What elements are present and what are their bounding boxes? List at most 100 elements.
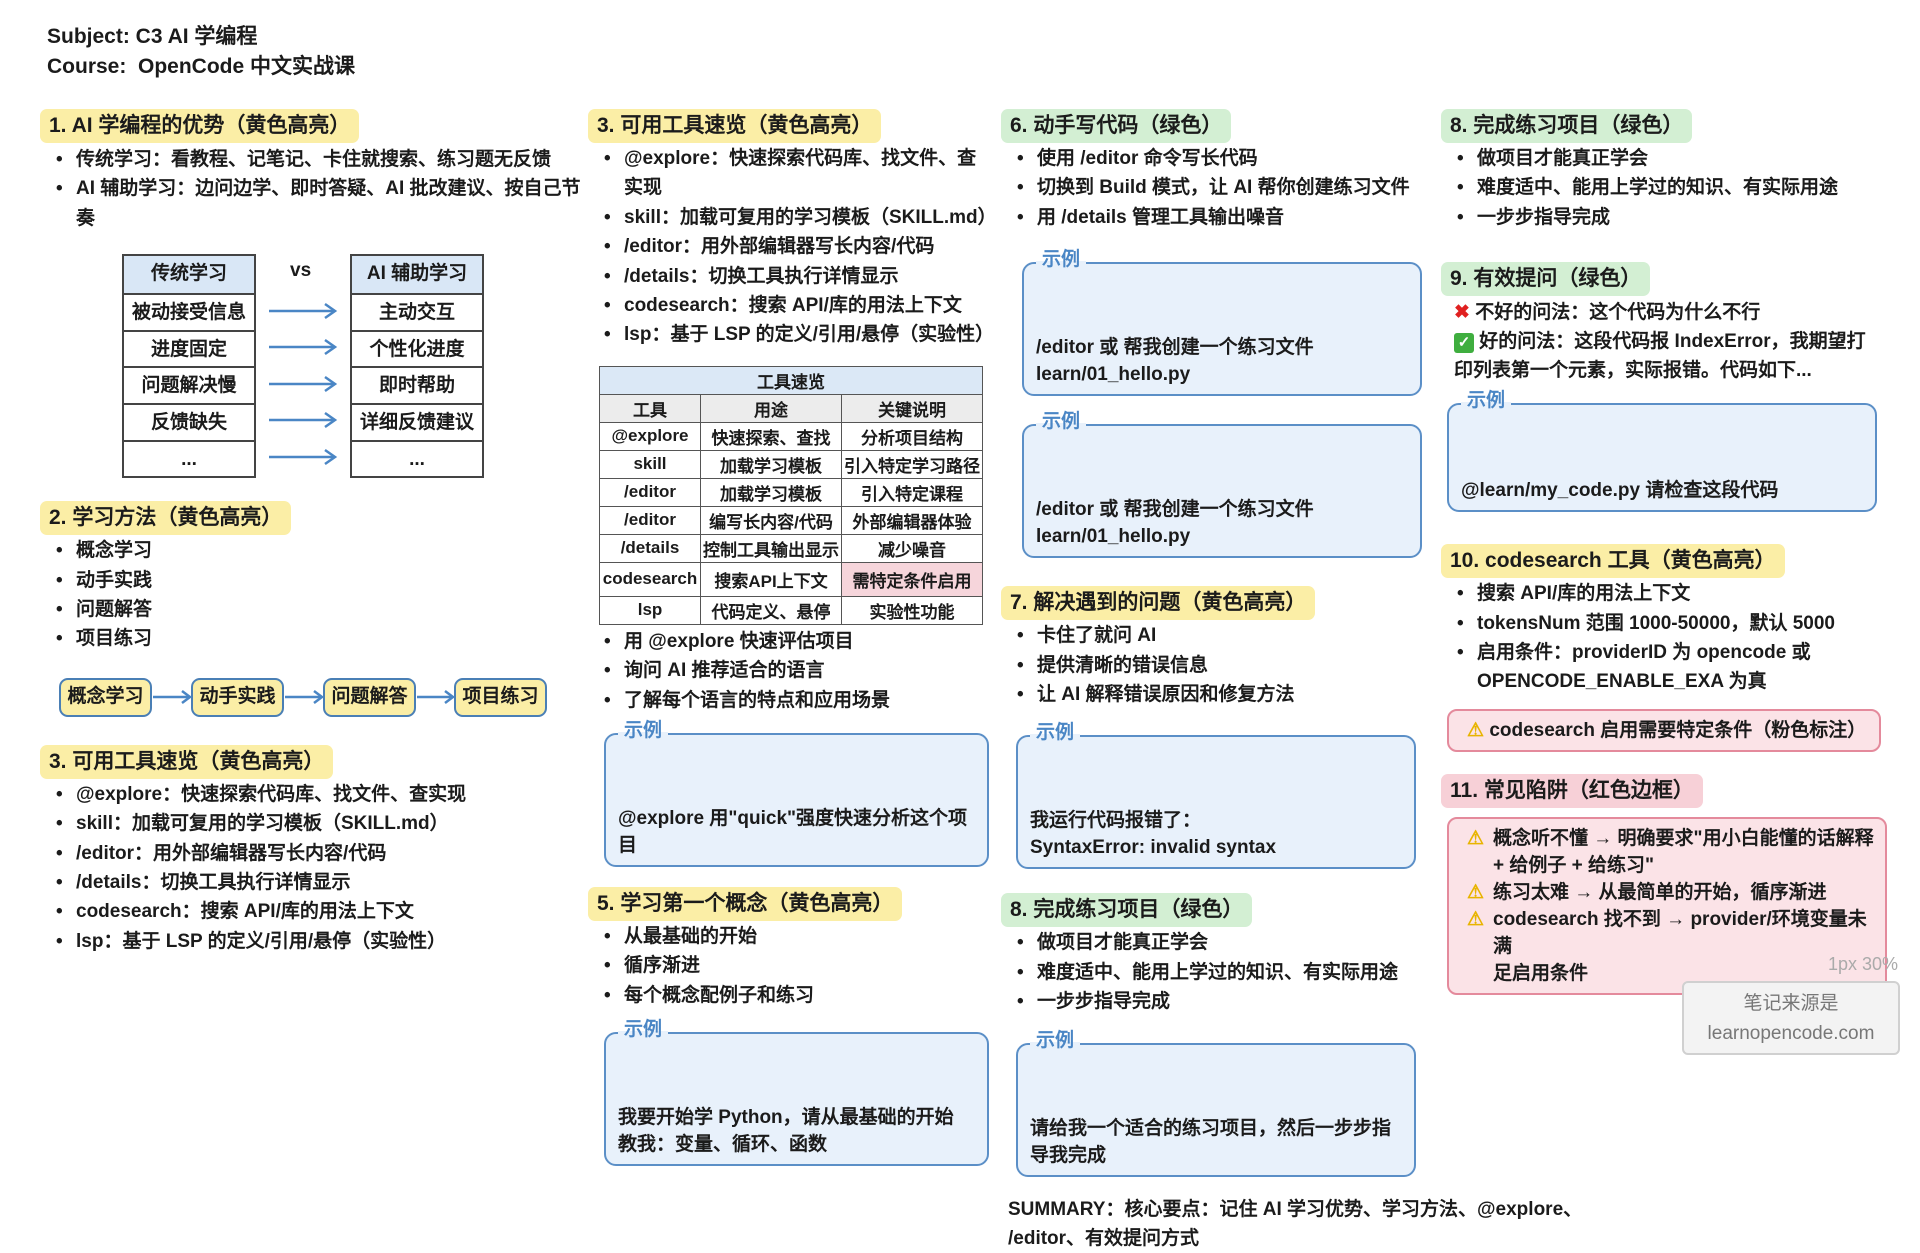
table-cell-highlighted: 需特定条件启用 [841,561,983,597]
table-cell: @explore [599,421,701,451]
list-item: 卡住了就问 AI [1009,621,1426,651]
list-item: /editor：用外部编辑器写长内容/代码 [596,232,993,262]
section-8b-heading: 8. 完成练习项目（绿色） [1441,109,1693,143]
list-item: lsp：基于 LSP 的定义/引用/悬停（实验性） [596,320,994,350]
example-box: 示例 /editor 或 帮我创建一个练习文件 learn/01_hello.p… [1022,248,1422,397]
list-item: 询问 AI 推荐适合的语言 [596,656,993,686]
list-item: 从最基础的开始 [596,922,993,952]
section-3-heading: 3. 可用工具速览（黄色高亮） [40,744,334,779]
watermark-box: 笔记来源是 learnopencode.com [1682,981,1900,1055]
example-label: 示例 [618,719,669,744]
list-item: @explore：快速探索代码库、找文件、查实现 [596,144,993,203]
table-cell: /editor [599,477,701,507]
list-item: 做项目才能真正学会 [1449,144,1886,174]
table-cell: skill [599,449,701,479]
list-item: 每个概念配例子和练习 [596,981,993,1011]
cross-icon: ✖ [1454,302,1470,324]
warning-text: codesearch 启用需要特定条件（粉色标注） [1489,719,1867,741]
section-7-bullets: 卡住了就问 AI 提供清晰的错误信息 让 AI 解释错误原因和修复方法 [1001,621,1426,710]
table-cell: 外部编辑器体验 [841,505,983,535]
arrow-right-icon [269,339,338,356]
section-8-heading: 8. 完成练习项目（绿色） [1001,893,1253,928]
arrow-right-icon [285,689,325,704]
flow-step: 动手实践 [191,677,284,717]
list-item: 让 AI 解释错误原因和修复方法 [1009,680,1426,710]
example-text: 请给我一个适合的练习项目，然后一步步指 导我完成 [1030,1117,1392,1166]
list-item: 切换到 Build 模式，让 AI 帮你创建练习文件 [1009,173,1426,203]
learning-flow: 概念学习 动手实践 问题解答 项目练习 [40,677,585,717]
warning-icon: ⚠ [1467,719,1485,741]
list-item: 问题解答 [48,595,585,625]
table-cell: /editor [599,505,701,535]
list-item: 了解每个语言的特点和应用场景 [596,686,993,716]
good-question-text: 好的问法：这段代码报 IndexError，我期望打 [1479,331,1866,353]
section-8b-bullets: 做项目才能真正学会 难度适中、能用上学过的知识、有实际用途 一步步指导完成 [1441,144,1886,233]
section-1-bullets: 传统学习：看教程、记笔记、卡住就搜索、练习题无反馈 AI 辅助学习：边问边学、即… [40,145,585,233]
column-4: 8. 完成练习项目（绿色） 做项目才能真正学会 难度适中、能用上学过的知识、有实… [1441,109,1887,995]
list-item: /editor：用外部编辑器写长内容/代码 [48,839,585,869]
table-cell: 分析项目结构 [841,421,983,451]
table-cell: lsp [599,595,701,625]
example-label: 示例 [1036,248,1087,273]
compare-cell: 即时帮助 [352,366,482,403]
list-item: 提供清晰的错误信息 [1009,651,1426,681]
good-question-line: ✓ 好的问法：这段代码报 IndexError，我期望打 [1454,327,1866,356]
section-11-heading: 11. 常见陷阱（红色边框） [1441,773,1703,808]
table-header: 关键说明 [841,393,983,423]
example-label: 示例 [618,1018,669,1043]
table-cell: 引入特定课程 [841,477,983,507]
table-header: 工具 [599,393,701,423]
list-item: 使用 /editor 命令写长代码 [1009,144,1426,174]
pitfall-item: ⚠ 练习太难 → 从最简单的开始，循序渐进 [1467,879,1879,906]
flow-step: 问题解答 [323,677,416,717]
compare-cell: 问题解决慢 [124,366,254,403]
pitfall-text: 练习太难 → 从最简单的开始，循序渐进 [1493,881,1827,903]
list-item: 启用条件：providerID 为 opencode 或 OPENCODE_EN… [1449,638,1886,697]
comparison-diagram: 传统学习 被动接受信息 进度固定 问题解决慢 反馈缺失 ... vs AI 辅助… [40,254,585,479]
example-box: 示例 我运行代码报错了： SyntaxError: invalid syntax [1016,721,1416,870]
section-7-heading: 7. 解决遇到的问题（黄色高亮） [1001,586,1316,621]
pitfall-text: codesearch 找不到 → provider/环境变量未满 足启用条件 [1493,908,1867,984]
list-item: /details：切换工具执行详情显示 [48,868,585,898]
example-text: 我要开始学 Python，请从最基础的开始 教我：变量、循环、函数 [618,1107,954,1156]
list-item: 难度适中、能用上学过的知识、有实际用途 [1449,173,1886,203]
section-9-heading: 9. 有效提问（绿色） [1441,262,1651,297]
compare-cell: 主动交互 [352,292,482,330]
good-question-continuation: 印列表第一个元素，实际报错。代码如下... [1454,360,1812,382]
table-cell: codesearch [599,561,701,597]
example-box: 示例 /editor 或 帮我创建一个练习文件 learn/01_hello.p… [1022,410,1422,559]
table-cell: 加载学习模板 [700,477,842,507]
summary-text: SUMMARY：核心要点：记住 AI 学习优势、学习方法、@explore、 /… [1008,1198,1583,1249]
watermark-line: learnopencode.com [1707,1023,1875,1044]
section-6-bullets: 使用 /editor 命令写长代码 切换到 Build 模式，让 AI 帮你创建… [1001,144,1426,233]
example-text: @explore 用"quick"强度快速分析这个项目 [618,808,968,857]
arrow-right-icon [269,449,338,466]
list-item: 概念学习 [48,536,585,566]
warning-icon: ⚠ [1467,827,1485,849]
watermark-line: 笔记来源是 [1743,993,1839,1014]
list-item: AI 辅助学习：边问边学、即时答疑、AI 批改建议、按自己节奏 [48,174,585,233]
table-title: 工具速览 [599,365,983,395]
flow-step: 概念学习 [59,677,152,717]
column-2: 3. 可用工具速览（黄色高亮） @explore：快速探索代码库、找文件、查实现… [588,109,997,1167]
compare-cell: 详细反馈建议 [352,402,482,440]
compare-cell: 进度固定 [124,329,254,367]
watermark-note: 1px 30% [1828,954,1899,974]
section-3-bullets: @explore：快速探索代码库、找文件、查实现 skill：加载可复用的学习模… [40,780,585,957]
section-5-bullets: 从最基础的开始 循序渐进 每个概念配例子和练习 [588,922,993,1011]
bad-question-line: ✖ 不好的问法：这个代码为什么不行 [1454,298,1760,327]
example-box: 示例 我要开始学 Python，请从最基础的开始 教我：变量、循环、函数 [604,1018,989,1167]
list-item: 一步步指导完成 [1449,203,1886,233]
arrow-right-icon [269,376,338,393]
pitfalls-box: ⚠概念听不懂 → 明确要求"用小白能懂的话解释 + 给例子 + 给练习" ⚠练习… [1447,816,1887,995]
table-cell: 引入特定学习路径 [841,449,983,479]
warning-icon: ⚠ [1467,881,1485,903]
list-item: skill：加载可复用的学习模板（SKILL.md） [596,203,997,233]
arrow-right-icon [269,412,338,429]
codesearch-warning: ⚠ codesearch 启用需要特定条件（粉色标注） [1447,708,1881,752]
course-line: Course: OpenCode 中文实战课 [47,55,356,78]
